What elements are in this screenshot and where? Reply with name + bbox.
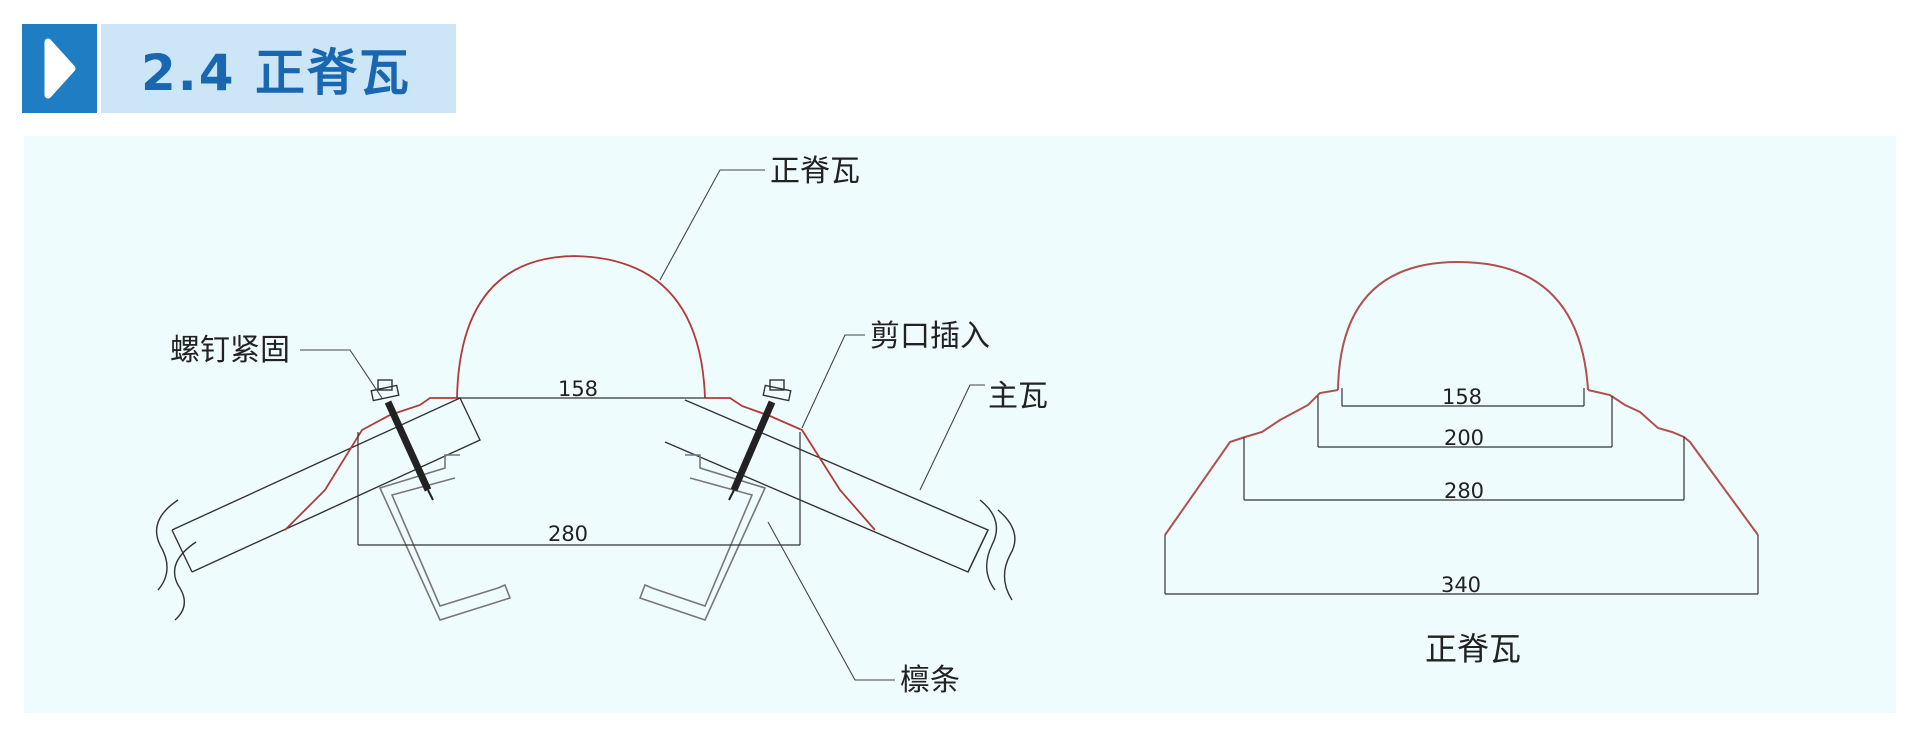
dim-340-label: 340 — [1441, 573, 1481, 597]
purlin-right — [638, 454, 767, 621]
play-triangle-icon — [44, 38, 76, 99]
section-header: 2.4 正脊瓦 — [101, 24, 456, 113]
label-screw: 螺钉紧固 — [170, 333, 290, 368]
screw-right — [728, 379, 792, 501]
dim-inner-label: 158 — [558, 377, 598, 401]
main-tile-right — [664, 399, 989, 573]
diagram-panel — [24, 136, 1896, 713]
screw-left — [370, 379, 434, 501]
break-mark-left — [155, 499, 197, 621]
dim-158-label: 158 — [1442, 385, 1482, 409]
ridge-tile-profile — [1164, 260, 1759, 536]
main-tile-left — [171, 397, 481, 573]
label-cut-insert: 剪口插入 — [870, 319, 990, 354]
label-ridge-tile: 正脊瓦 — [770, 154, 860, 189]
left-diagram: 158 280 正脊瓦 螺钉紧固 剪口插入 主瓦 檩条 — [155, 154, 1048, 698]
ridge-tile-shape — [284, 255, 876, 531]
break-mark-right — [979, 499, 1016, 601]
header-icon-block — [22, 24, 97, 113]
right-caption: 正脊瓦 — [1425, 630, 1521, 668]
dim-outer-label: 280 — [548, 522, 588, 546]
label-main-tile: 主瓦 — [988, 379, 1048, 414]
section-title: 2.4 正脊瓦 — [141, 43, 411, 102]
leader-lines — [300, 169, 985, 681]
dim-280-label: 280 — [1444, 479, 1484, 503]
dim-200-label: 200 — [1444, 426, 1484, 450]
right-dimension-lines — [1164, 388, 1759, 595]
purlin-left — [378, 454, 512, 621]
right-diagram: 158 200 280 340 正脊瓦 — [1164, 260, 1759, 668]
label-purlin: 檩条 — [900, 663, 960, 698]
dimension-lines — [357, 397, 801, 546]
